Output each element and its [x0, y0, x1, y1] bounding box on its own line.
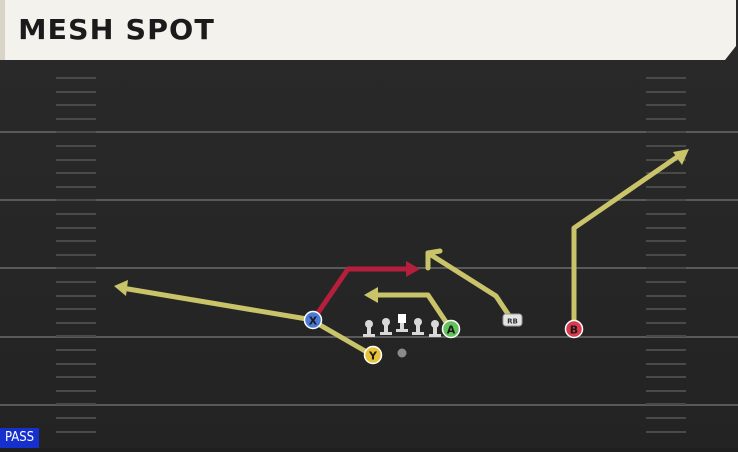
offensive-lineman-icon [412, 318, 424, 335]
play-type-badge: PASS [0, 428, 40, 448]
receiver-b-label: B [570, 324, 578, 337]
receiver-a[interactable]: A [441, 319, 461, 339]
rb-label: RB [507, 317, 518, 325]
center-lineman-icon [396, 314, 408, 332]
arrowhead-icon [673, 149, 689, 165]
title-accent [0, 0, 5, 60]
route-rb [425, 250, 515, 323]
receiver-b[interactable]: B [564, 319, 584, 339]
quarterback-dot-icon [397, 348, 407, 358]
receiver-a-label: A [447, 324, 456, 337]
running-back-badge-icon[interactable]: RB [502, 313, 523, 327]
offensive-line [363, 314, 441, 337]
route-x-drag [119, 285, 316, 323]
offensive-lineman-icon [363, 320, 375, 337]
route-x-highlight [310, 266, 413, 323]
receiver-x[interactable]: X [303, 310, 323, 330]
hash-marks-left [56, 77, 96, 433]
route-b [571, 152, 683, 331]
route-a [371, 292, 453, 331]
receiver-y-label: Y [368, 350, 378, 363]
offensive-lineman-icon [380, 318, 392, 335]
play-title: MESH SPOT [18, 13, 215, 46]
play-title-bar: MESH SPOT [0, 0, 736, 60]
receiver-x-label: X [309, 315, 318, 328]
offensive-lineman-icon [429, 320, 441, 337]
arrowhead-icon [364, 287, 378, 303]
arrowhead-icon [425, 248, 443, 271]
arrowhead-icon [406, 261, 420, 277]
arrowhead-icon [114, 280, 128, 296]
route-y [317, 322, 375, 358]
receiver-y[interactable]: Y [363, 345, 383, 365]
hash-marks-right [646, 77, 686, 433]
